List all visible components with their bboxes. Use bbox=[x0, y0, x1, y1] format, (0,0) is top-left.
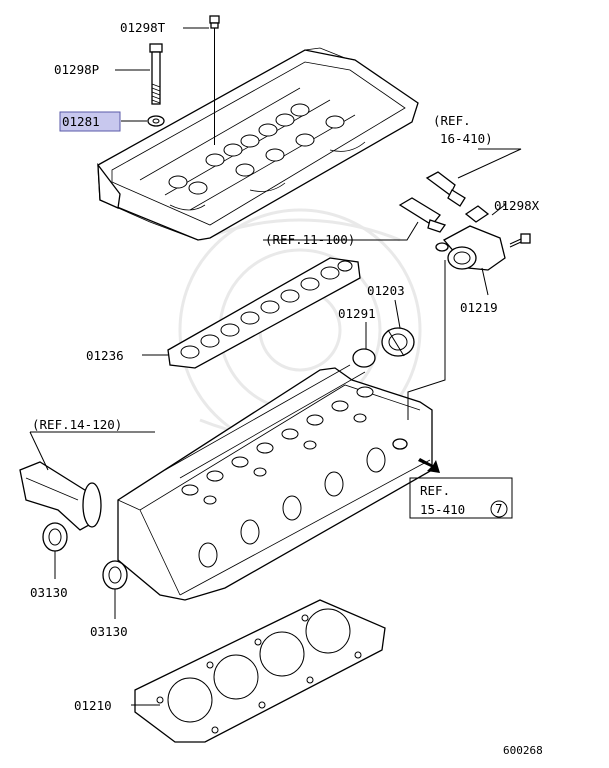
label-01291: 01291 bbox=[338, 306, 376, 321]
label-ref-15-410-line2: 15-410 bbox=[420, 502, 465, 517]
cover-gasket-01236[interactable] bbox=[167, 257, 361, 369]
label-01298T: 01298T bbox=[120, 20, 166, 35]
figure-id: 600268 bbox=[503, 744, 543, 757]
camshaft-position-housing-01219[interactable] bbox=[435, 205, 506, 271]
ref-15-410-circle bbox=[490, 500, 508, 518]
bolt-01298T[interactable] bbox=[209, 15, 220, 145]
label-ref-11-100: (REF.11-100) bbox=[265, 232, 355, 247]
cam-sensor[interactable] bbox=[425, 171, 466, 207]
leader-lines bbox=[29, 27, 522, 706]
label-ref-14-120: (REF.14-120) bbox=[32, 417, 122, 432]
seal-03130-lower[interactable] bbox=[102, 560, 128, 590]
label-ref-15-410-circle: 7 bbox=[495, 501, 503, 516]
label-01298P: 01298P bbox=[54, 62, 99, 77]
oil-seal-01203[interactable] bbox=[381, 327, 415, 357]
ref-15-410-box bbox=[409, 477, 513, 519]
bolt-01298X[interactable] bbox=[509, 233, 531, 248]
sensor-bracket[interactable] bbox=[398, 197, 447, 233]
cylinder-head[interactable] bbox=[117, 364, 433, 601]
label-03130-upper: 03130 bbox=[30, 585, 68, 600]
label-01203: 01203 bbox=[367, 283, 405, 298]
label-03130-lower: 03130 bbox=[90, 624, 128, 639]
label-01298X: 01298X bbox=[494, 198, 540, 213]
label-01281[interactable]: 01281 bbox=[62, 114, 100, 129]
head-gasket-01210[interactable] bbox=[134, 599, 386, 743]
label-01219: 01219 bbox=[460, 300, 498, 315]
o-ring-01291[interactable] bbox=[352, 348, 376, 368]
label-01236: 01236 bbox=[86, 348, 124, 363]
water-outlet-fitting[interactable] bbox=[19, 461, 102, 531]
label-01210: 01210 bbox=[74, 698, 112, 713]
label-ref-16-410-line2: 16-410) bbox=[440, 131, 493, 146]
washer-01281[interactable] bbox=[147, 115, 165, 127]
seal-03130-upper[interactable] bbox=[42, 522, 68, 552]
label-01281-highlight bbox=[59, 111, 121, 132]
bolt-01298P[interactable] bbox=[149, 43, 163, 105]
cylinder-head-cover[interactable] bbox=[97, 47, 419, 241]
label-ref-15-410-line1: REF. bbox=[420, 483, 450, 498]
label-ref-16-410-line1: (REF. bbox=[433, 113, 471, 128]
ref-arrow bbox=[418, 458, 440, 473]
